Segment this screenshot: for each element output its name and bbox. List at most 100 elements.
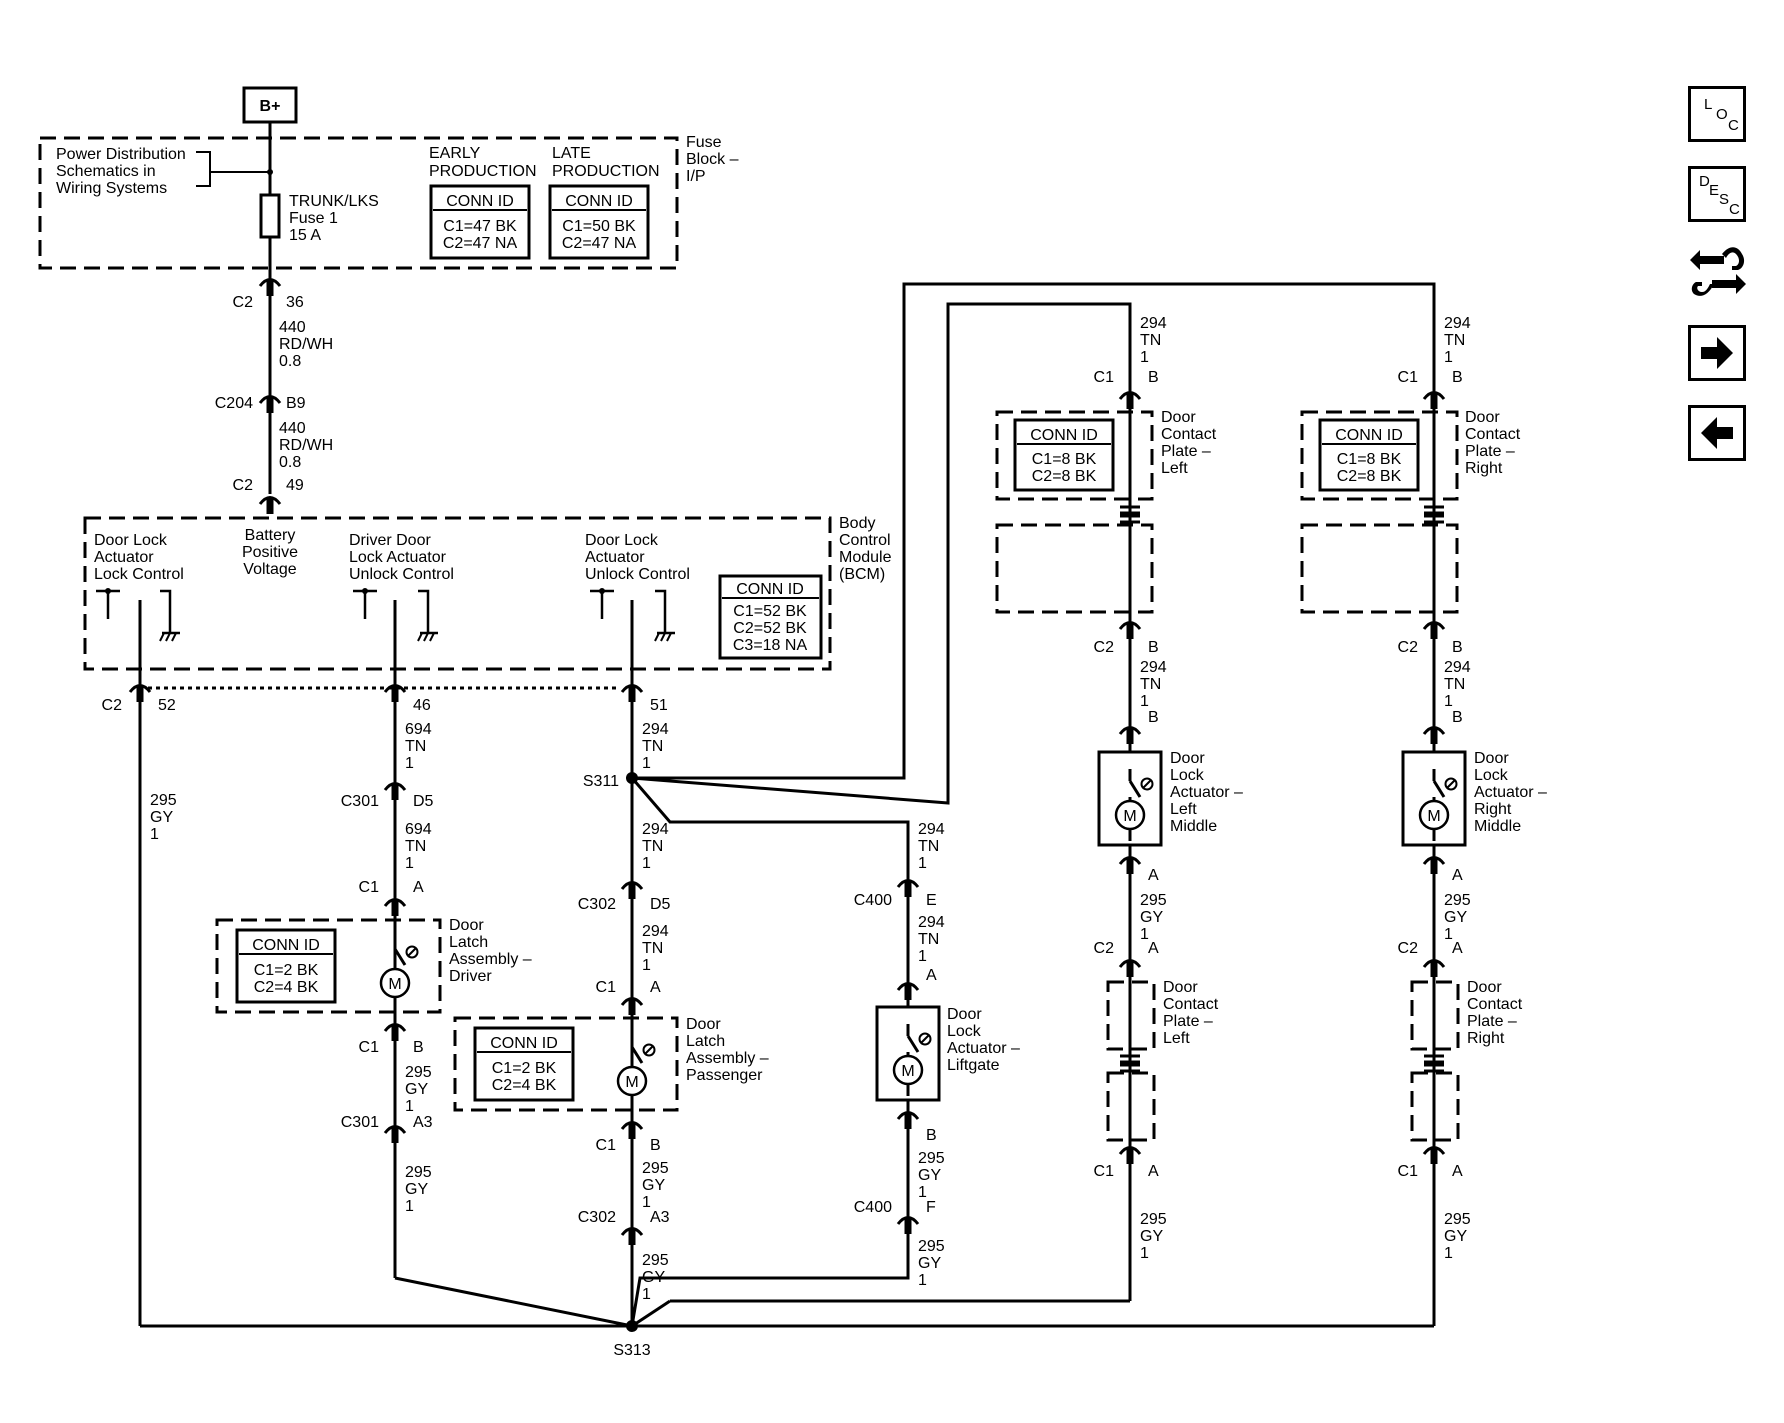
c1-b-drv-label: C1	[359, 1039, 380, 1056]
w295-pas-a-color: GY	[642, 1177, 665, 1194]
loc-button[interactable]: L O C	[1688, 86, 1746, 142]
w295-left-circuit: 295	[150, 792, 177, 809]
unlock-2: Actuator	[585, 549, 645, 566]
lm-a-pin: A	[1148, 867, 1159, 884]
conn-c301-a3	[383, 1125, 407, 1145]
w295-drv-b-circuit: 295	[405, 1164, 432, 1181]
c301-d5-label: C301	[341, 793, 379, 810]
lm-contact-plate-outline	[995, 410, 1154, 501]
fuse-block-label-2: Block –	[686, 151, 739, 168]
c1-a-pas-pin: A	[650, 979, 661, 996]
lm-actuator-1: Door	[1170, 750, 1205, 767]
batt-1: Battery	[245, 527, 296, 544]
desc-button[interactable]: D E S C	[1688, 166, 1746, 222]
rm-c2-b-pin: B	[1452, 639, 1463, 656]
lm-plate-1: Door	[1161, 409, 1196, 426]
rm-w294-b-color: TN	[1444, 676, 1465, 693]
lg-a-pin: A	[926, 967, 937, 984]
rm-conn-c1-b-top	[1422, 391, 1446, 411]
lm-w294-b-gauge: 1	[1140, 693, 1149, 710]
w295-lg-b-circuit: 295	[918, 1238, 945, 1255]
rm-conn-c1: C1=8 BK	[1337, 451, 1402, 468]
w694-b-circuit: 694	[405, 821, 432, 838]
w295-drv-a-gauge: 1	[405, 1098, 414, 1115]
driver-latch-3: Assembly –	[449, 951, 532, 968]
pass-conn-title: CONN ID	[490, 1035, 558, 1052]
driver-unlock-2: Lock Actuator	[349, 549, 447, 566]
w295-pas-b-color: GY	[642, 1269, 665, 1286]
c2-top-pin: 36	[286, 294, 304, 311]
rm-w294-a-color: TN	[1444, 332, 1465, 349]
lm-w295-a-circuit: 295	[1140, 892, 1167, 909]
rm-conn-title: CONN ID	[1335, 427, 1403, 444]
lm-conn-c1-b-top	[1118, 391, 1142, 411]
lm-w294-a-color: TN	[1140, 332, 1161, 349]
loc-letter-o: O	[1716, 106, 1728, 123]
next-button[interactable]	[1688, 325, 1746, 381]
w295-pas-b-gauge: 1	[642, 1286, 651, 1303]
c1-b-pas-label: C1	[596, 1137, 617, 1154]
late-header-2: PRODUCTION	[552, 163, 660, 180]
driver-latch-1: Door	[449, 917, 484, 934]
w694-a-circuit: 694	[405, 721, 432, 738]
driver-unlock-pin-symbol	[351, 586, 379, 621]
c400-f-pin: F	[926, 1199, 936, 1216]
driver-conn-box	[235, 928, 337, 1004]
fuse-name-2: Fuse 1	[289, 210, 338, 227]
lm-w294-b-color: TN	[1140, 676, 1161, 693]
wire2-circuit: 440	[279, 420, 306, 437]
rm-w295-b-gauge: 1	[1444, 1245, 1453, 1262]
conn-c302-a3	[620, 1227, 644, 1247]
s311-label: S311	[583, 773, 619, 790]
conn-c1-b-driver	[383, 1023, 407, 1043]
rm-conn-c2-b	[1422, 621, 1446, 641]
early-header-1: EARLY	[429, 145, 481, 162]
fuse-block-label-1: Fuse	[686, 134, 722, 151]
pass-latch-2: Latch	[686, 1033, 725, 1050]
lm-contact-plate-lower-outline	[995, 523, 1154, 614]
wire1-color: RD/WH	[279, 336, 333, 353]
bcm-conn-c2: C2=52 BK	[733, 620, 807, 637]
c2-top-label: C2	[233, 294, 254, 311]
lm-c2-b-pin: B	[1148, 639, 1159, 656]
rm-c2-a-label: C2	[1398, 940, 1419, 957]
conn-c302-d5	[620, 881, 644, 901]
driver-latch-4: Driver	[449, 968, 492, 985]
lm-lower-plate-4: Left	[1163, 1030, 1190, 1047]
unlock-1: Door Lock	[585, 532, 659, 549]
c302-a3-label: C302	[578, 1209, 616, 1226]
lm-conn-b-actuator	[1118, 726, 1142, 746]
component-swap-icon[interactable]	[1686, 240, 1750, 306]
back-button[interactable]	[1688, 405, 1746, 461]
rm-w294-a-gauge: 1	[1444, 349, 1453, 366]
w294-lg-b-gauge: 1	[918, 948, 927, 965]
w295-left-color: GY	[150, 809, 173, 826]
w295-lg-a-circuit: 295	[918, 1150, 945, 1167]
c1-a-pas-label: C1	[596, 979, 617, 996]
wire2-gauge: 0.8	[279, 454, 301, 471]
pass-conn-c2: C2=4 BK	[492, 1077, 557, 1094]
w295-pas-b-circuit: 295	[642, 1252, 669, 1269]
driver-unlock-1: Driver Door	[349, 532, 431, 549]
bcm-conn-box	[718, 574, 823, 660]
rm-plate-3: Plate –	[1465, 443, 1515, 460]
s313-label: S313	[613, 1342, 650, 1359]
b-plus-label: B+	[260, 98, 281, 115]
unlock-ground-symbol	[653, 589, 677, 643]
rm-actuator-1: Door	[1474, 750, 1509, 767]
loc-letter-c: C	[1728, 117, 1739, 134]
lm-conn-c1-a	[1118, 1146, 1142, 1166]
rm-w294-a-circuit: 294	[1444, 315, 1471, 332]
lm-lower-plate-2: Contact	[1163, 996, 1219, 1013]
lm-w295-b-gauge: 1	[1140, 1245, 1149, 1262]
w294-pb-circuit: 294	[642, 821, 669, 838]
rm-conn-c2: C2=8 BK	[1337, 468, 1402, 485]
c1-b-drv-pin: B	[413, 1039, 424, 1056]
w295-left-gauge: 1	[150, 826, 159, 843]
pass-latch-4: Passenger	[686, 1067, 763, 1084]
w295-pas-a-gauge: 1	[642, 1194, 651, 1211]
liftgate-2: Lock	[947, 1023, 982, 1040]
rm-lower-plate-1: Door	[1467, 979, 1502, 996]
rm-b-pin: B	[1452, 709, 1463, 726]
pass-latch-3: Assembly –	[686, 1050, 769, 1067]
